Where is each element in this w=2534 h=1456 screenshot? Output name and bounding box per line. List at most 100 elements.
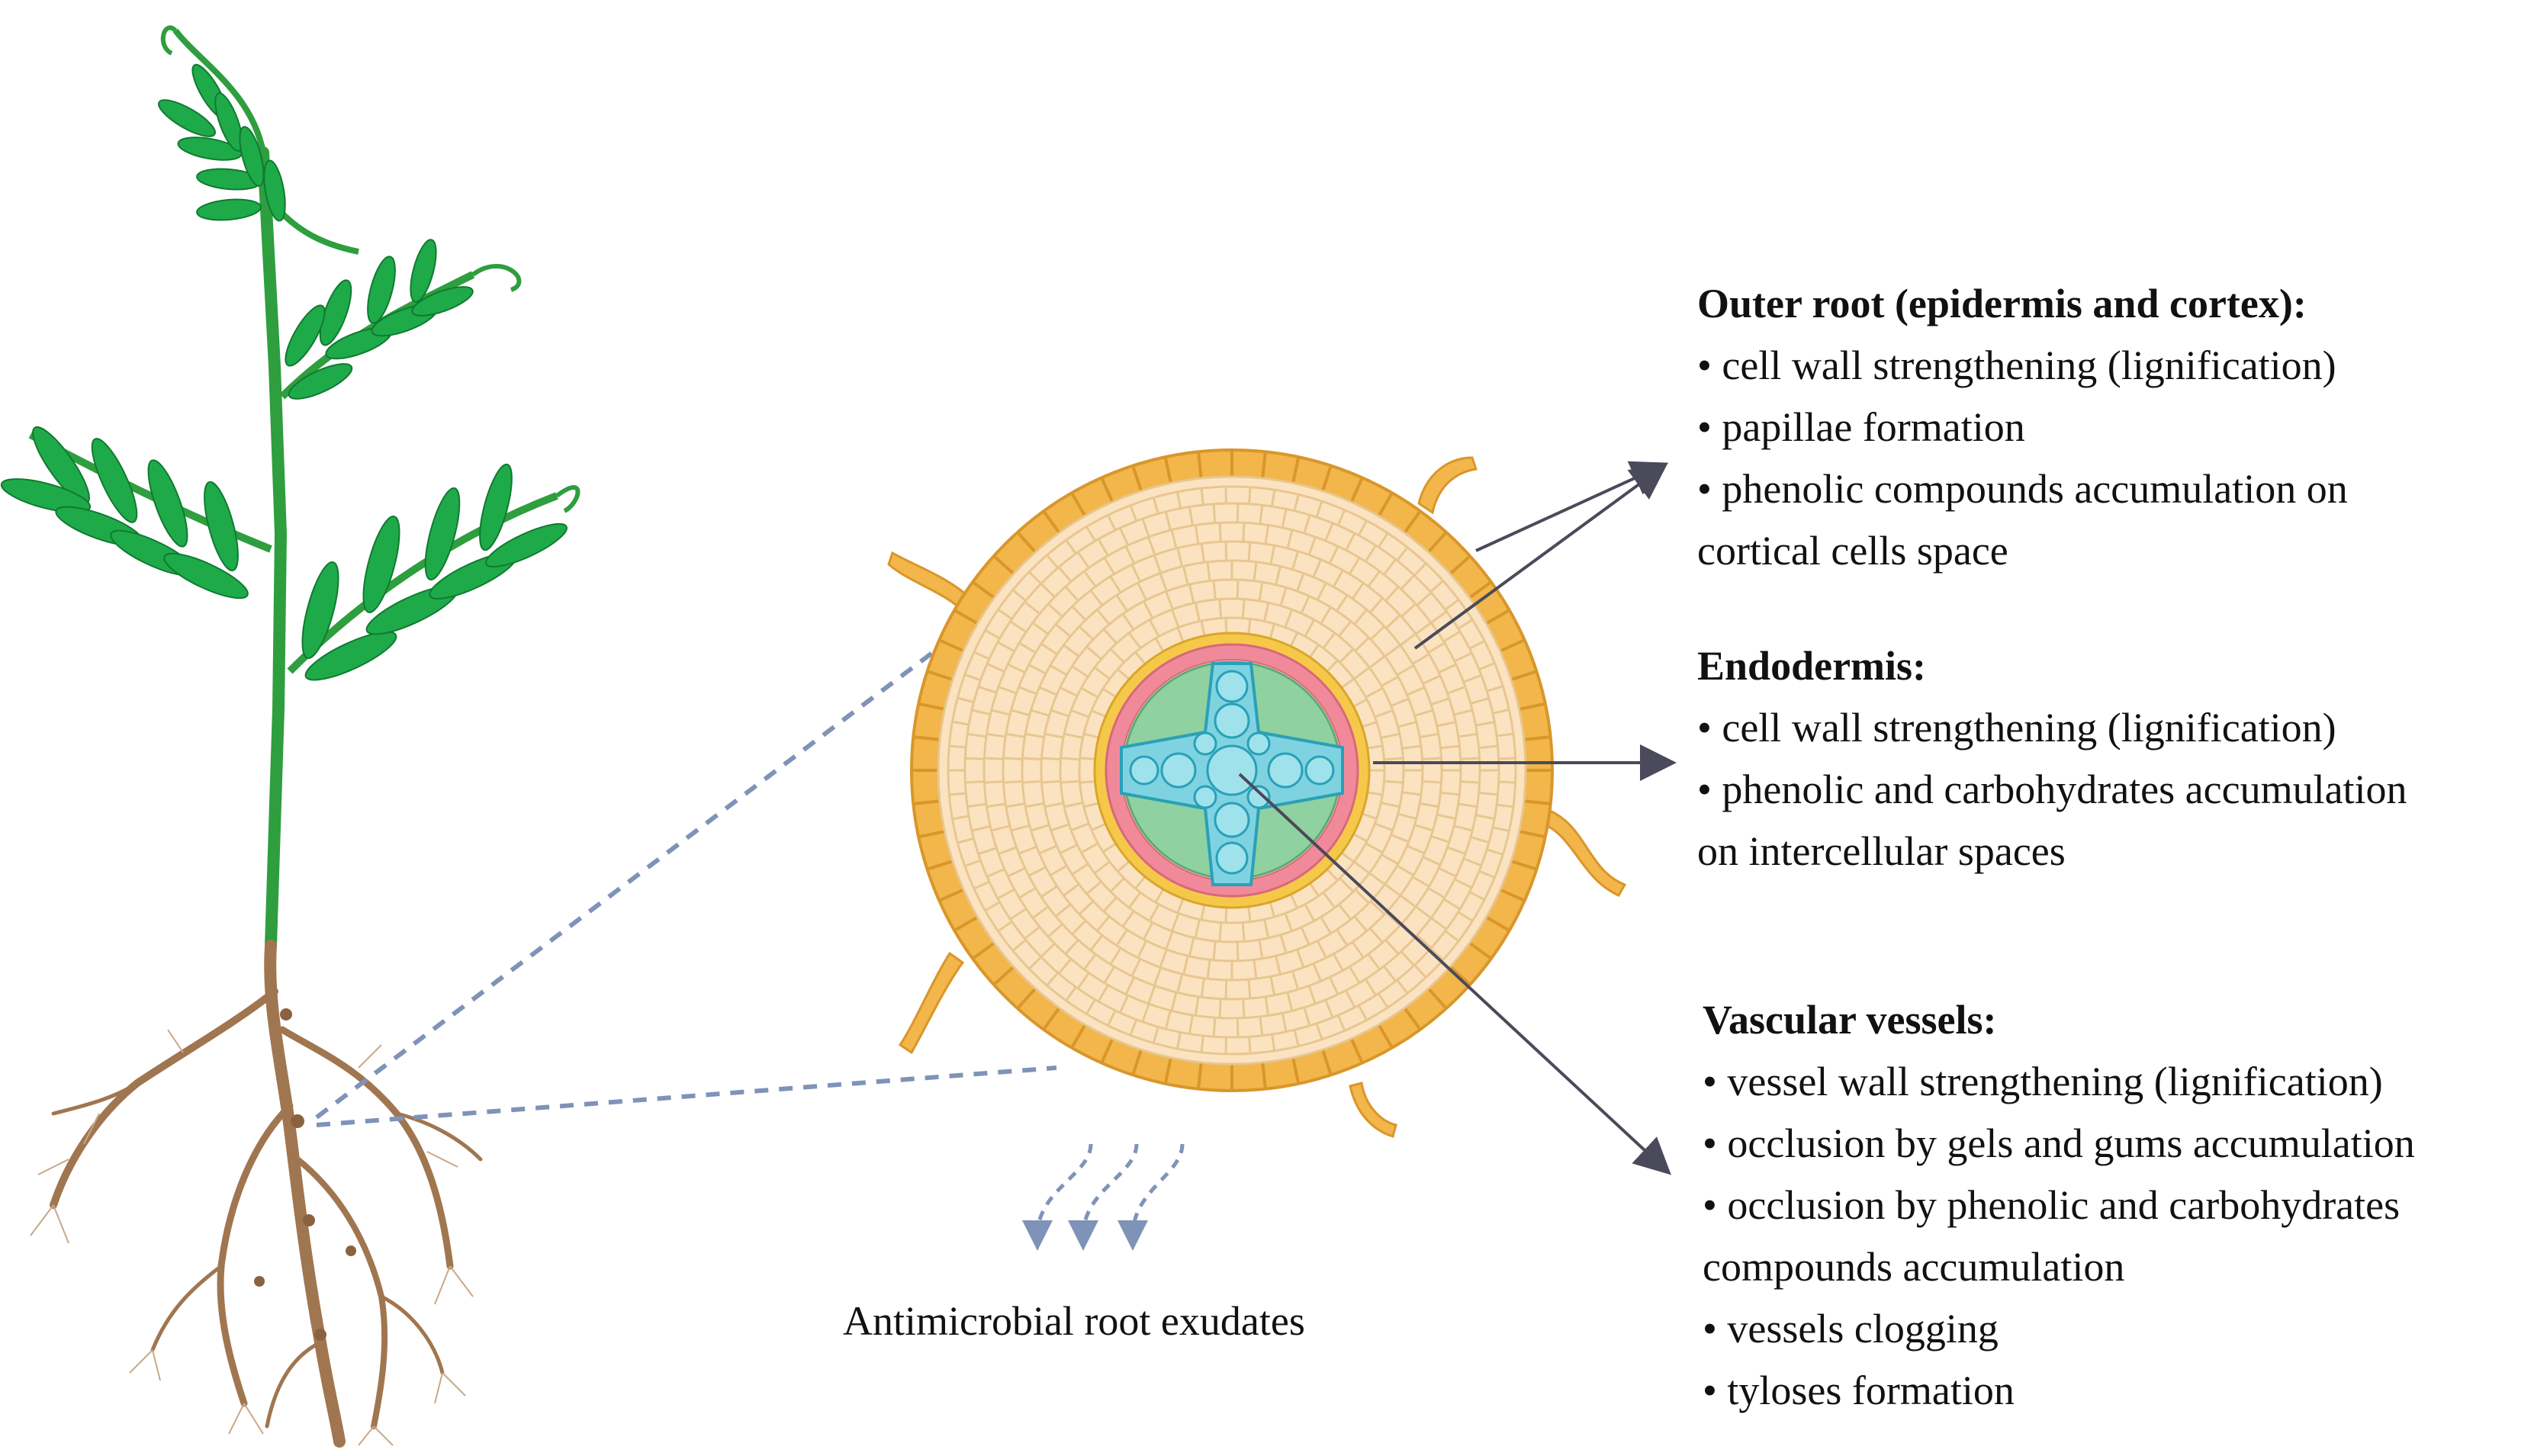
cortex-cell-wall <box>1041 779 1061 784</box>
cortex-cell-wall <box>997 641 1015 653</box>
cortex-cell-wall <box>1478 792 1498 796</box>
cortex-cell-wall <box>1164 1010 1172 1030</box>
cortex-cell-wall <box>1396 664 1414 677</box>
cortex-cell-wall <box>1430 834 1450 844</box>
cortex-cell-wall <box>1212 503 1217 523</box>
cortex-cell-wall <box>965 780 985 784</box>
cortex-cell-wall <box>1127 892 1142 909</box>
cortex-cell-wall <box>1130 958 1142 977</box>
cortex-cell-wall <box>1060 686 1078 697</box>
cortex-cell-wall <box>1057 566 1072 583</box>
cortex-cell-wall <box>1365 686 1384 699</box>
epidermis-cell-wall <box>1016 531 1037 554</box>
cortex-cell-wall <box>1332 953 1344 972</box>
cortex-cell-wall <box>1200 620 1206 636</box>
cortex-cell-wall <box>1415 905 1432 919</box>
cortex-cell-wall <box>1188 937 1195 957</box>
cortex-cell-wall <box>1200 487 1204 506</box>
cortex-cell-wall <box>1188 1014 1194 1034</box>
cortex-cell-wall <box>1024 925 1040 940</box>
cortex-cell-wall <box>1458 732 1478 738</box>
cortex-cell-wall <box>1236 503 1240 523</box>
cortex-cell-wall <box>1269 623 1276 639</box>
cortex-cell-wall <box>978 685 997 694</box>
arrow-vascular <box>1238 773 1671 1175</box>
cortex-cell-wall <box>1107 514 1117 531</box>
epidermis-cell-wall <box>1321 1049 1333 1076</box>
cortex-cell-wall <box>1362 721 1378 728</box>
cortex-cell-wall <box>1351 582 1365 599</box>
epidermis-cell-wall <box>1377 1024 1394 1049</box>
cortex-cell-wall <box>973 651 990 661</box>
cortex-cell-wall <box>1336 509 1346 526</box>
cortex-cell-wall <box>1381 802 1400 808</box>
cortex-cell-wall <box>965 757 985 760</box>
epidermis-cell-wall <box>1016 987 1037 1010</box>
cortex-cell-wall <box>1401 791 1422 796</box>
cortex-cell-wall <box>1071 919 1087 935</box>
cortex-cell-wall <box>1369 900 1386 915</box>
cortex-cell-wall <box>1057 958 1072 975</box>
cortex-cell-wall <box>1336 929 1349 947</box>
cortex-cell-wall <box>1085 998 1096 1015</box>
cortex-cell-wall <box>1064 939 1079 955</box>
cortex-cell-wall <box>1241 922 1246 942</box>
epidermis-cell-wall <box>1197 1062 1203 1089</box>
cortex-cell-wall <box>971 824 991 832</box>
cortex-cell-wall <box>1071 606 1087 622</box>
cortex-cell-wall <box>1286 992 1294 1011</box>
cortex-cell-wall <box>1096 915 1111 932</box>
arrow-outer-root-2 <box>1413 463 1668 650</box>
cortex-cell-wall <box>1401 744 1422 750</box>
epidermis-cell-wall <box>1485 609 1510 625</box>
endodermis-line-2: • phenolic and carbohydrates accumulatio… <box>1697 767 2407 812</box>
cortex-cell-wall <box>1336 1014 1346 1031</box>
arrow-outer-root-1 <box>1475 461 1669 552</box>
cortex-cell-wall <box>1440 791 1460 796</box>
epidermis-cell-wall <box>1519 830 1546 839</box>
cortex-cell-wall <box>1076 972 1090 989</box>
cortex-cell-wall <box>1312 559 1323 578</box>
epidermis-cell-wall <box>972 580 995 599</box>
cortex-cell-wall <box>1414 824 1433 832</box>
cortex-cell-wall <box>1011 589 1027 602</box>
cortex-cell-wall <box>998 846 1018 855</box>
epidermis-cell-wall <box>1519 702 1546 711</box>
cortex-cell-wall <box>1040 885 1058 898</box>
epidermis-cell-wall <box>1070 1024 1087 1049</box>
cortex-cell-wall <box>1324 999 1334 1018</box>
cortex-cell-wall <box>1384 644 1401 657</box>
cortex-cell-wall <box>1381 732 1400 739</box>
cortex-cell-wall <box>1103 966 1116 984</box>
zoom-line-upper <box>315 646 940 1120</box>
cortex-cell-wall <box>1065 539 1077 554</box>
cortex-cell-wall <box>1060 779 1080 784</box>
cortex-cell-wall <box>1003 780 1023 784</box>
cortex-cell-wall <box>1115 594 1128 612</box>
cortex-cell-wall <box>1159 573 1168 592</box>
cortex-cell-wall <box>1134 876 1146 889</box>
cortex-cell-wall <box>1264 525 1270 545</box>
epidermis-cell-wall <box>1261 452 1267 479</box>
cortex-cell-wall <box>1109 575 1122 593</box>
epidermis-cell-wall <box>1100 1037 1114 1064</box>
cortex-cell-wall <box>1307 536 1317 556</box>
cortex-cell-wall <box>1444 598 1460 611</box>
cortex-cell-wall <box>997 921 1013 933</box>
cortex-cell-wall <box>1200 1035 1204 1053</box>
cortex-cell-wall <box>1024 732 1045 739</box>
cortex-cell-wall <box>1463 673 1482 683</box>
cortex-cell-wall <box>1200 978 1205 998</box>
cortex-cell-wall <box>1475 814 1495 820</box>
cortex-cell-wall <box>1083 732 1099 739</box>
zoom-line-lower <box>316 1065 1057 1127</box>
cortex-cell-wall <box>1188 506 1194 526</box>
cortex-cell-wall <box>1367 744 1383 750</box>
cortex-cell-wall <box>1478 744 1498 749</box>
cortex-cell-wall <box>1304 619 1316 638</box>
cortex-cell-wall <box>1031 824 1050 832</box>
root-cross-section <box>887 448 1627 1138</box>
cortex-cell-wall <box>1364 545 1377 563</box>
cortex-cell-wall <box>1326 868 1339 882</box>
epidermis-cell-wall <box>926 670 953 681</box>
